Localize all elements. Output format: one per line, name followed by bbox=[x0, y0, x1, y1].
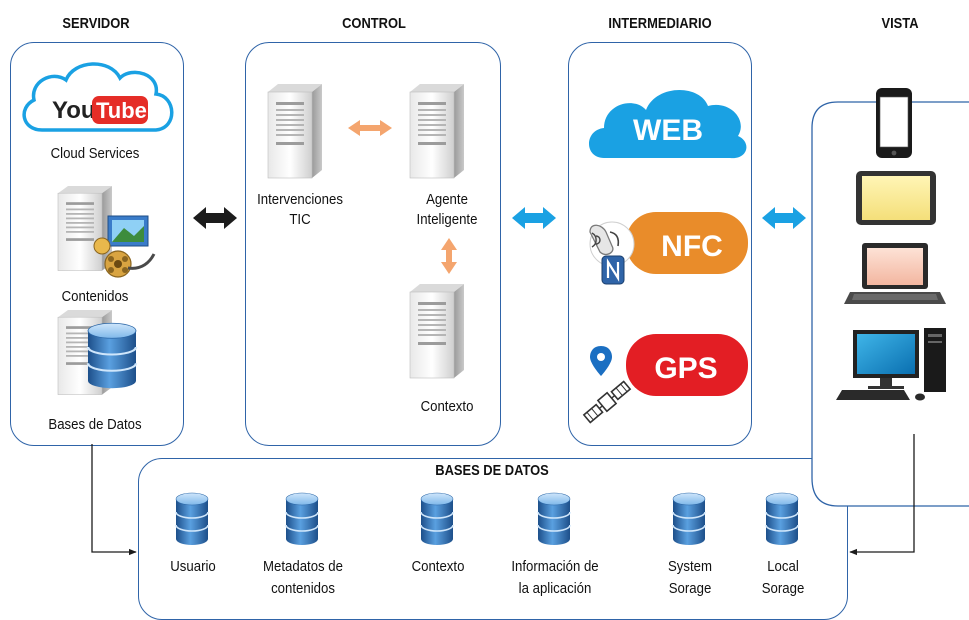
bd-label-informacion-line1: Información de bbox=[511, 558, 599, 575]
contexto-control-label: Contexto bbox=[420, 398, 474, 415]
blue-double-arrow-2 bbox=[762, 207, 806, 229]
bd-label-informacion-line2: la aplicación bbox=[518, 580, 592, 597]
gps-label: GPS bbox=[654, 352, 717, 385]
bd-label-contexto: Contexto bbox=[411, 558, 465, 575]
bd-label-system-storage-line2: Sorage bbox=[668, 580, 712, 597]
nfc-label: NFC bbox=[661, 230, 723, 263]
db-icon-informacion bbox=[537, 492, 571, 546]
orange-double-arrow-vertical bbox=[441, 238, 457, 274]
bd-label-usuario: Usuario bbox=[170, 558, 216, 575]
youtube-logo-tube: Tube bbox=[96, 98, 147, 123]
tablet-icon bbox=[856, 171, 936, 225]
bases-de-datos-panel bbox=[138, 458, 848, 620]
cloud-services-label: Cloud Services bbox=[50, 145, 140, 162]
db-icon-contexto bbox=[420, 492, 454, 546]
db-icon-usuario bbox=[175, 492, 209, 546]
database-stack-icon bbox=[86, 322, 138, 390]
intervenciones-server-icon bbox=[267, 83, 323, 179]
nfc-badge: NFC bbox=[626, 212, 748, 274]
servidor-to-bd-connector bbox=[91, 444, 137, 556]
bases-de-datos-title: BASES DE DATOS bbox=[435, 462, 549, 479]
film-reel-icon bbox=[93, 215, 156, 278]
db-icon-metadatos bbox=[285, 492, 319, 546]
laptop-icon bbox=[844, 243, 946, 304]
youtube-logo-you: You bbox=[52, 97, 96, 124]
header-servidor: SERVIDOR bbox=[62, 15, 130, 32]
bd-label-local-storage-line2: Sorage bbox=[761, 580, 805, 597]
db-icon-local-storage bbox=[765, 492, 799, 546]
orange-double-arrow-horizontal bbox=[348, 120, 392, 136]
web-cloud-icon: WEB bbox=[589, 89, 747, 159]
db-icon-system-storage bbox=[672, 492, 706, 546]
bd-label-system-storage-line1: System bbox=[667, 558, 712, 575]
web-label: WEB bbox=[633, 114, 703, 147]
diagram-graphics: You Tube bbox=[22, 62, 946, 556]
blue-double-arrow-1 bbox=[512, 207, 556, 229]
bd-label-metadatos-line2: contenidos bbox=[271, 580, 335, 597]
intervenciones-label-line2: TIC bbox=[289, 211, 311, 228]
bd-label-local-storage-line1: Local bbox=[767, 558, 799, 575]
agente-server-icon bbox=[409, 83, 465, 179]
black-double-arrow bbox=[193, 207, 237, 229]
youtube-cloud-icon: You Tube bbox=[22, 62, 174, 132]
intervenciones-label-line1: Intervenciones bbox=[257, 191, 343, 208]
architecture-diagram: SERVIDOR CONTROL INTERMEDIARIO VISTA bbox=[10, 15, 969, 620]
nfc-tap-icon bbox=[589, 221, 635, 285]
gps-badge: GPS bbox=[626, 334, 748, 396]
contenidos-label: Contenidos bbox=[61, 288, 129, 305]
bases-de-datos-label: Bases de Datos bbox=[48, 416, 142, 433]
agente-label-line2: Inteligente bbox=[416, 211, 478, 228]
header-vista: VISTA bbox=[881, 15, 919, 32]
contexto-server-icon bbox=[409, 283, 465, 379]
header-intermediario: INTERMEDIARIO bbox=[608, 15, 712, 32]
smartphone-icon bbox=[876, 88, 912, 158]
header-control: CONTROL bbox=[342, 15, 406, 32]
agente-label-line1: Agente bbox=[426, 191, 468, 208]
location-pin-icon bbox=[590, 346, 612, 376]
contenidos-server-icon bbox=[57, 185, 113, 272]
bd-label-metadatos-line1: Metadatos de bbox=[263, 558, 343, 575]
satellite-icon bbox=[582, 380, 632, 424]
vista-to-bd-connector bbox=[849, 434, 915, 556]
desktop-computer-icon bbox=[836, 328, 946, 401]
